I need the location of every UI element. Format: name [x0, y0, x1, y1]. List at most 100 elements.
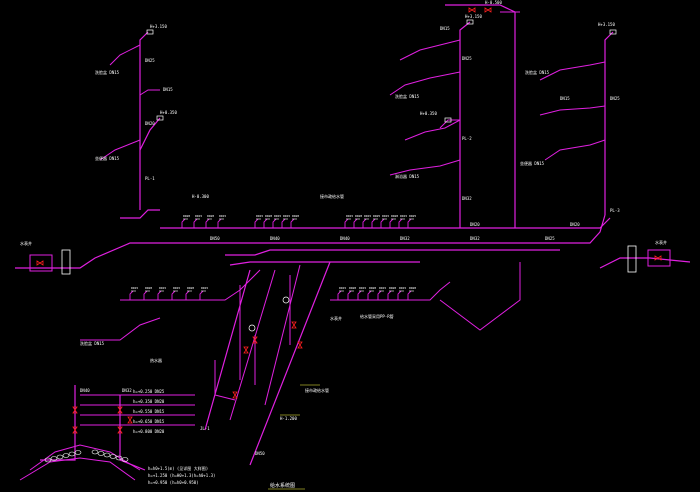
meter-body-right — [627, 245, 637, 273]
valve-half — [297, 344, 303, 349]
fixture-branch — [157, 290, 162, 300]
pipe-segment — [99, 139, 141, 161]
fixture-label: DN20 — [391, 214, 398, 218]
riser-cap — [466, 19, 474, 25]
valve-half — [657, 255, 662, 261]
fixture-branch — [290, 218, 295, 228]
pipe-label: DN25 — [462, 56, 472, 61]
flex-joint-icon — [103, 452, 111, 458]
fixture-branch — [353, 218, 358, 228]
riser-cap — [609, 29, 617, 35]
meter-box-right — [647, 249, 671, 267]
valve-half — [39, 260, 44, 266]
fixture-branch — [263, 218, 268, 228]
fixture-branch — [272, 218, 277, 228]
pipe-segment — [249, 261, 331, 466]
fixture-branch — [362, 218, 367, 228]
pipe-label: 淋浴器 DN15 — [395, 173, 420, 179]
pipe-label: h=h0+1.5(m) (见详图 大样图) — [148, 465, 208, 471]
fixture-label: DN15 — [382, 214, 389, 218]
fixture-branch — [217, 218, 222, 228]
fixture-label: DN20 — [183, 214, 190, 218]
pipe-segment — [539, 61, 606, 81]
valve-icon — [117, 426, 123, 434]
fixture-branch — [199, 290, 204, 300]
pipe-label: DN25 — [545, 236, 555, 241]
valve-half — [232, 394, 238, 399]
pipe-segment — [264, 264, 301, 406]
pipe-label: 坐便器 DN15 — [95, 155, 120, 161]
valve-half — [117, 429, 123, 434]
pipe-label: H+3.150 — [598, 22, 615, 27]
pipe-label: 接市政给水管 — [305, 387, 329, 393]
valve-half — [232, 391, 238, 396]
fixture-label: DN15 — [173, 286, 180, 290]
pipe-label: DN32 — [400, 236, 410, 241]
pipe-label: h=+0.800 DN20 — [133, 429, 165, 434]
fixture-branch — [397, 290, 402, 300]
pipe-label: 洗脸盆 DN15 — [95, 69, 120, 75]
flex-joint-icon — [109, 454, 117, 459]
pipe-label: DN25 — [610, 96, 620, 101]
fixture-label: DN15 — [131, 286, 138, 290]
pipe-label: DN15 — [163, 87, 173, 92]
pipe-label: DN25 — [145, 58, 155, 63]
pipe-label: DN32 — [462, 196, 472, 201]
pipe-segment — [389, 159, 461, 176]
valve-icon — [127, 416, 133, 424]
pipe-label: 坐便器 DN15 — [520, 160, 545, 166]
flex-joint-icon — [56, 454, 64, 460]
pipe-segment — [120, 269, 261, 301]
pipe-segment — [80, 317, 161, 341]
valve-half — [291, 324, 297, 329]
fixture-label: DN20 — [355, 214, 362, 218]
valve-icon — [654, 255, 662, 261]
flex-joint-icon — [62, 453, 70, 458]
pipe-segment — [544, 139, 606, 161]
fixture-label: DN15 — [400, 214, 407, 218]
pipe-label: 热水器 — [150, 357, 162, 363]
fixture-label: DN15 — [195, 214, 202, 218]
pipe-label: 水表井 — [655, 239, 667, 245]
pipe-segment — [160, 217, 611, 229]
pipe-segment — [604, 31, 614, 215]
fixture-branches — [129, 218, 414, 300]
flex-joint-icon — [115, 455, 123, 461]
valve-half — [252, 339, 258, 344]
valve-icon — [232, 391, 238, 399]
fixture-branch — [380, 218, 385, 228]
valve-half — [468, 7, 473, 13]
gauge-icon — [248, 324, 256, 332]
fixture-branch — [281, 218, 286, 228]
fixture-label: DN15 — [346, 214, 353, 218]
pipe-segment — [439, 262, 521, 331]
fixture-label: DN15 — [379, 286, 386, 290]
valve-icon — [297, 341, 303, 349]
fixture-label: DN20 — [292, 214, 299, 218]
pipe-label: 洗脸盆 DN15 — [525, 69, 550, 75]
valve-half — [72, 406, 78, 411]
pipe-segment — [120, 209, 160, 219]
pipe-label: H+3.150 — [150, 24, 167, 29]
fixture-label: DN15 — [256, 214, 263, 218]
fixture-label: DN15 — [274, 214, 281, 218]
valve-half — [487, 7, 492, 13]
pipe-label: DN15 — [440, 26, 450, 31]
pipe-labels: 水表井水表井H+3.150H+0.350洗脸盆 DN15坐便器 DN15DN25… — [20, 0, 667, 490]
pipe-label: PL-2 — [462, 136, 472, 141]
fixture-label: DN15 — [359, 286, 366, 290]
fixture-label: DN20 — [349, 286, 356, 290]
pipe-label: DN32 — [122, 388, 132, 393]
valve-icon — [468, 7, 476, 13]
fixture-branch — [367, 290, 372, 300]
pipe-segment — [439, 119, 460, 129]
fixture-branch — [357, 290, 362, 300]
fixture-branch — [387, 290, 392, 300]
valve-half — [243, 349, 249, 354]
pipe-label: DN32 — [470, 236, 480, 241]
pipe-label: h=+0.350 DN20 — [133, 399, 165, 404]
pipe-label: H+3.150 — [465, 14, 482, 19]
fixture-branch — [398, 218, 403, 228]
pipe-segment — [389, 71, 461, 96]
